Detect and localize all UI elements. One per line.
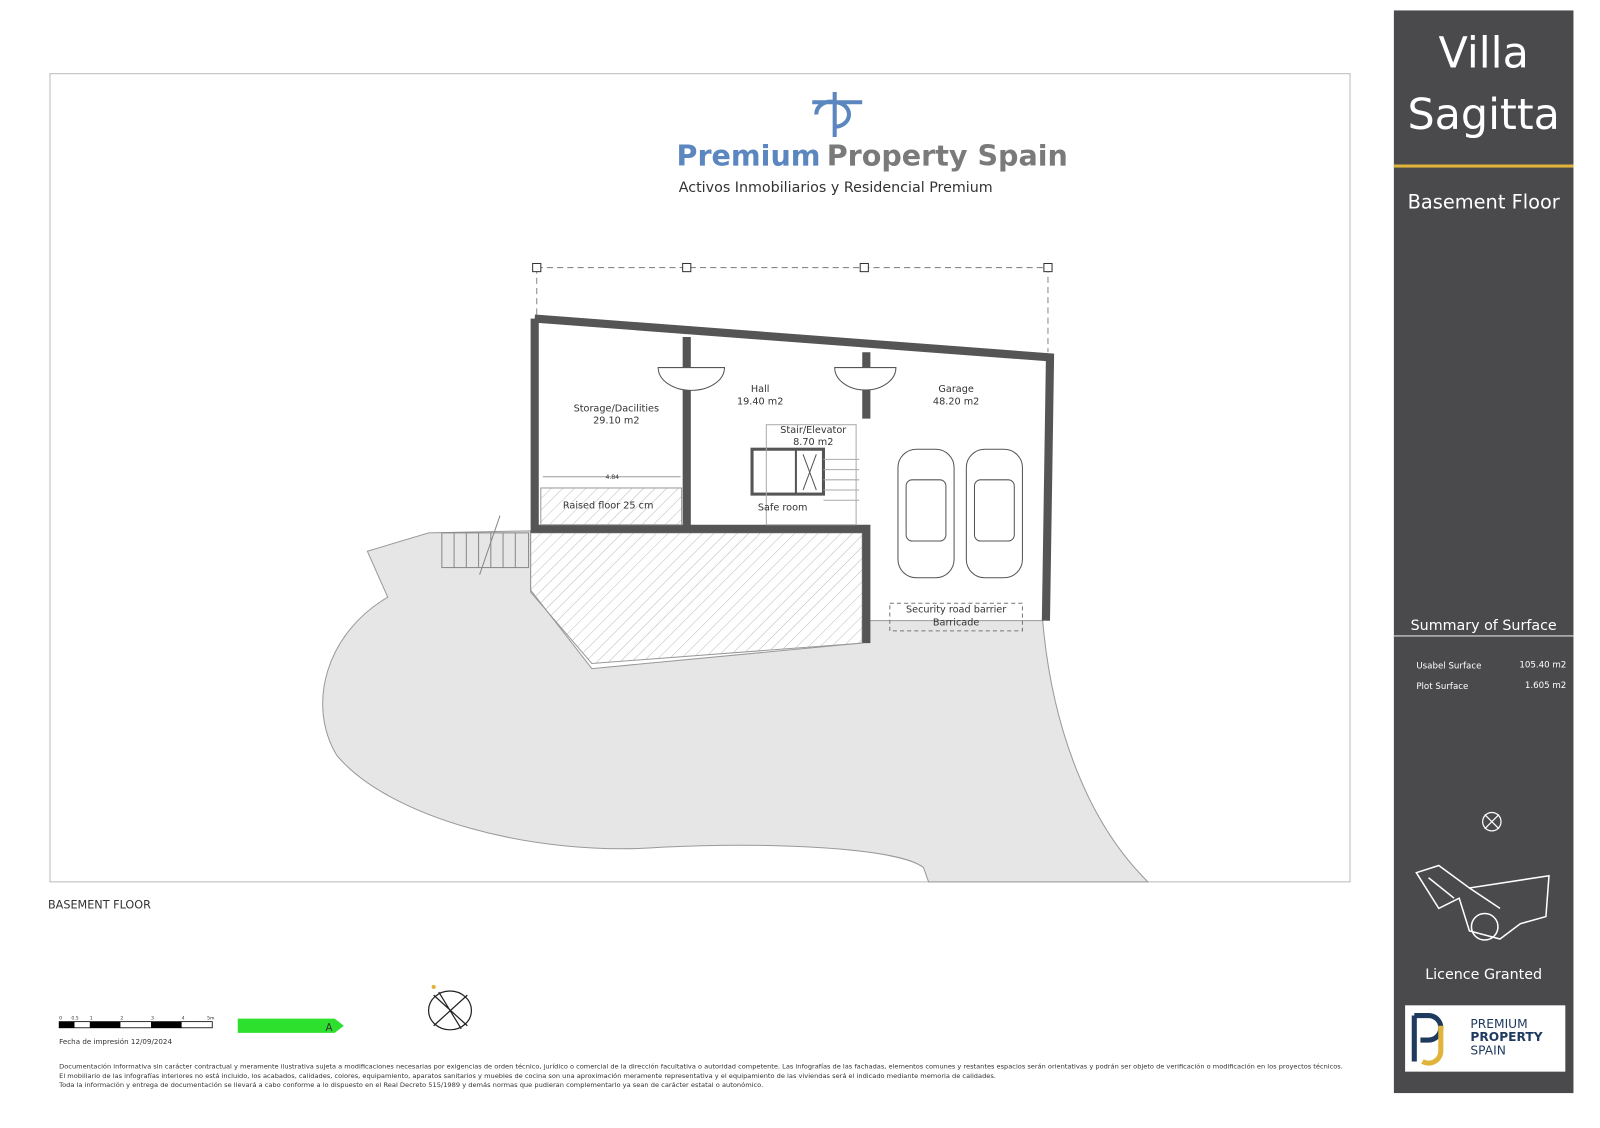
accent-divider: [1393, 164, 1574, 168]
room-area: 19.40 m2: [737, 396, 783, 407]
compass-icon: [427, 984, 473, 1031]
project-title: Villa: [1439, 29, 1529, 79]
room-name: Stair/Elevator: [780, 425, 846, 436]
site-plan-icon: [1415, 864, 1550, 941]
energy-rating-badge: A: [237, 1018, 344, 1034]
svg-text:1: 1: [90, 1016, 93, 1022]
raised-floor-area: [540, 487, 683, 526]
car-icon: [897, 448, 955, 579]
car-icon: [965, 448, 1023, 579]
svg-text:A: A: [326, 1023, 333, 1034]
room-name: Storage/Dacilities: [574, 403, 659, 414]
info-panel: Villa Sagitta Basement Floor Summary of …: [1393, 10, 1574, 1094]
svg-text:5m: 5m: [207, 1016, 215, 1022]
security-barrier: [889, 602, 1023, 632]
surface-value: 105.40 m2: [1519, 661, 1566, 671]
disclaimer-line: El mobiliario de las infografías interio…: [59, 1072, 996, 1080]
svg-text:4: 4: [182, 1016, 185, 1022]
pps-logo: PREMIUM PROPERTY SPAIN: [1405, 1005, 1566, 1072]
compass-icon: [1482, 811, 1502, 832]
room-name: Hall: [751, 384, 770, 395]
svg-text:PROPERTY: PROPERTY: [1470, 1030, 1542, 1044]
outdoor-terrace: [322, 530, 1150, 883]
svg-text:PREMIUM: PREMIUM: [1470, 1017, 1527, 1031]
pergola-columns: [532, 262, 1053, 273]
door-swing: [834, 367, 897, 391]
safe-room-label: Safe room: [758, 502, 808, 513]
surface-label: Plot Surface: [1416, 682, 1468, 692]
floor-name: Basement Floor: [1408, 190, 1560, 213]
svg-text:3: 3: [151, 1016, 154, 1022]
room-area: 29.10 m2: [593, 416, 639, 427]
dimension-label: 4.84: [605, 474, 619, 481]
barrier-label: Security road barrier: [906, 604, 1006, 615]
summary-title: Summary of Surface: [1411, 618, 1557, 634]
hatched-area: [530, 532, 863, 665]
room-area: 8.70 m2: [793, 437, 833, 448]
scale-bar: 0 0.5 1 2 3 4 5m: [58, 1016, 215, 1029]
room-name: Garage: [938, 384, 974, 395]
brand-tagline: Activos Inmobiliarios y Residencial Prem…: [679, 180, 993, 196]
logo-mark-icon: [812, 92, 863, 137]
svg-text:2: 2: [120, 1016, 123, 1022]
plan-caption: BASEMENT FLOOR: [48, 898, 151, 911]
project-title: Sagitta: [1407, 90, 1559, 140]
svg-text:SPAIN: SPAIN: [1470, 1043, 1506, 1057]
exterior-stairs: [441, 515, 530, 575]
stair-elevator-core: [750, 424, 860, 526]
svg-text:0: 0: [59, 1016, 62, 1022]
svg-text:0.5: 0.5: [71, 1016, 78, 1022]
surface-label: Usabel Surface: [1416, 662, 1481, 672]
door-swing: [657, 367, 726, 391]
licence-status: Licence Granted: [1425, 967, 1542, 983]
print-date: Fecha de impresión 12/09/2024: [59, 1037, 172, 1046]
barricade-label: Barricade: [933, 618, 979, 629]
room-area: 48.20 m2: [933, 396, 979, 407]
surface-value: 1.605 m2: [1525, 681, 1566, 691]
disclaimer-line: Documentación informativa sin carácter c…: [59, 1063, 1343, 1071]
disclaimer-line: Toda la información y entrega de documen…: [58, 1081, 763, 1089]
raised-floor-label: Raised floor 25 cm: [563, 500, 654, 511]
